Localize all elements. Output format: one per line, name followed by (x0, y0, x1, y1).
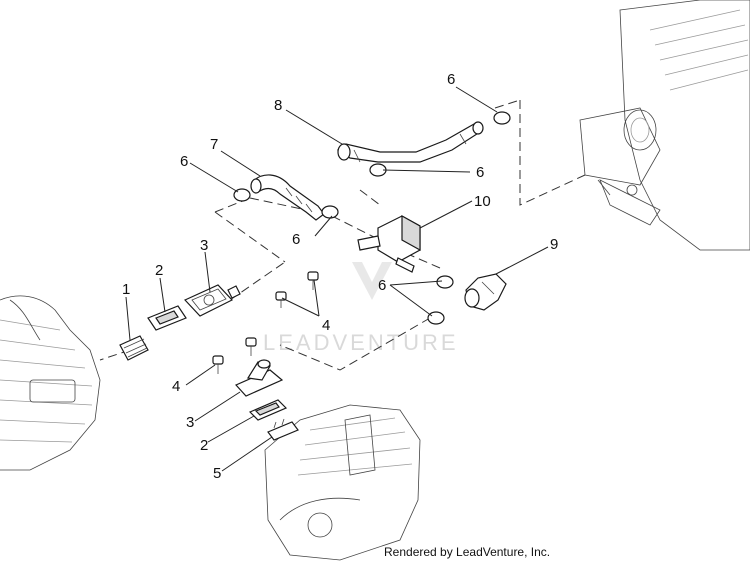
part-2-gasket-lower (248, 399, 288, 421)
leader-lines (125, 86, 549, 472)
footer-credit: Rendered by LeadVenture, Inc. (384, 545, 551, 559)
callout-6-hose: 6 (292, 231, 300, 248)
callout-6-mid: 6 (476, 164, 484, 181)
callout-7: 7 (210, 136, 218, 153)
part-7-breather-hose (250, 174, 325, 221)
callout-1: 1 (122, 281, 130, 298)
part-3-cover-lower (234, 359, 284, 397)
part-5-reed-plate (267, 418, 299, 441)
callout-3-lower: 3 (186, 414, 194, 431)
callout-4-lower: 4 (172, 378, 180, 395)
left-cylinder-sketch (0, 295, 101, 471)
part-2-gasket-upper (147, 305, 187, 331)
callout-6-left: 6 (180, 153, 188, 170)
part-10-solenoid-valve (357, 214, 421, 273)
callout-labels: 1 2 3 6 7 8 6 6 6 10 9 6 4 4 3 2 5 (122, 71, 558, 482)
callout-5: 5 (213, 465, 221, 482)
callout-2-upper: 2 (155, 262, 163, 279)
callout-4-upper: 4 (322, 317, 330, 334)
part-8-breather-hose (336, 121, 484, 163)
part-1-check-valve (119, 335, 149, 361)
part-4-bolts-lower (212, 337, 257, 374)
watermark-text: LEADVENTURE (263, 330, 459, 355)
watermark-logo (352, 262, 392, 300)
cylinder-head-sketch (264, 404, 421, 561)
part-4-bolts-upper (275, 271, 319, 308)
callout-8: 8 (274, 97, 282, 114)
callout-10: 10 (474, 193, 491, 210)
callout-6-top: 6 (447, 71, 455, 88)
callout-2-lower: 2 (200, 437, 208, 454)
part-3-cover-upper (183, 284, 241, 317)
callout-9: 9 (550, 236, 558, 253)
part-9-elbow-hose (464, 273, 507, 311)
callout-6-lower: 6 (378, 277, 386, 294)
callout-3-upper: 3 (200, 237, 208, 254)
throttle-body-sketch (579, 0, 750, 251)
